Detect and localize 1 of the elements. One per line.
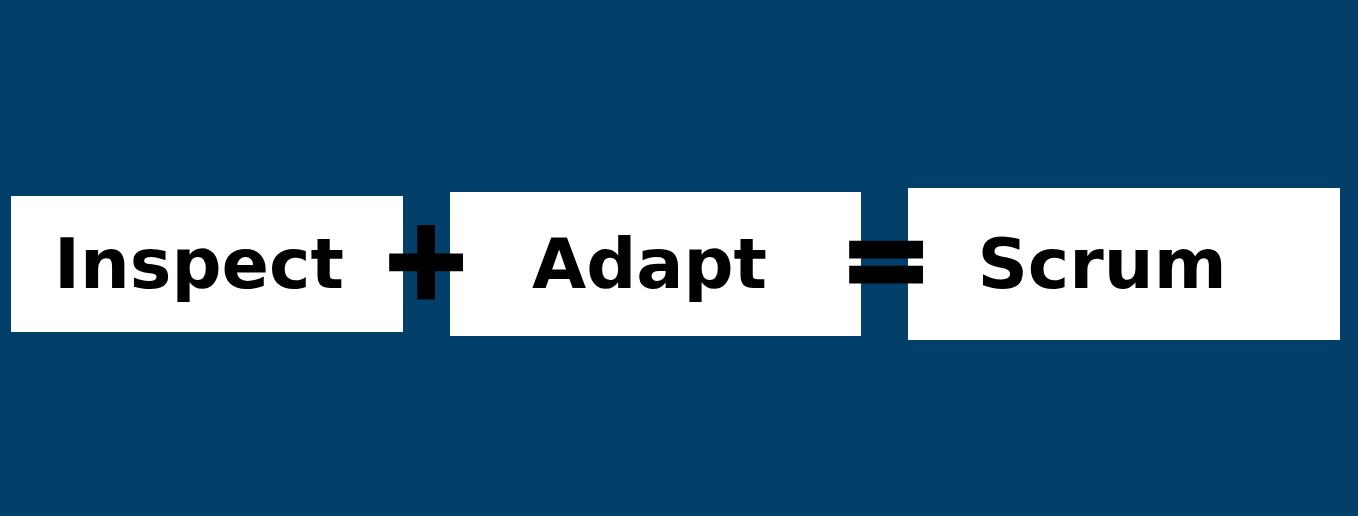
box-label: Scrum <box>977 229 1227 299</box>
